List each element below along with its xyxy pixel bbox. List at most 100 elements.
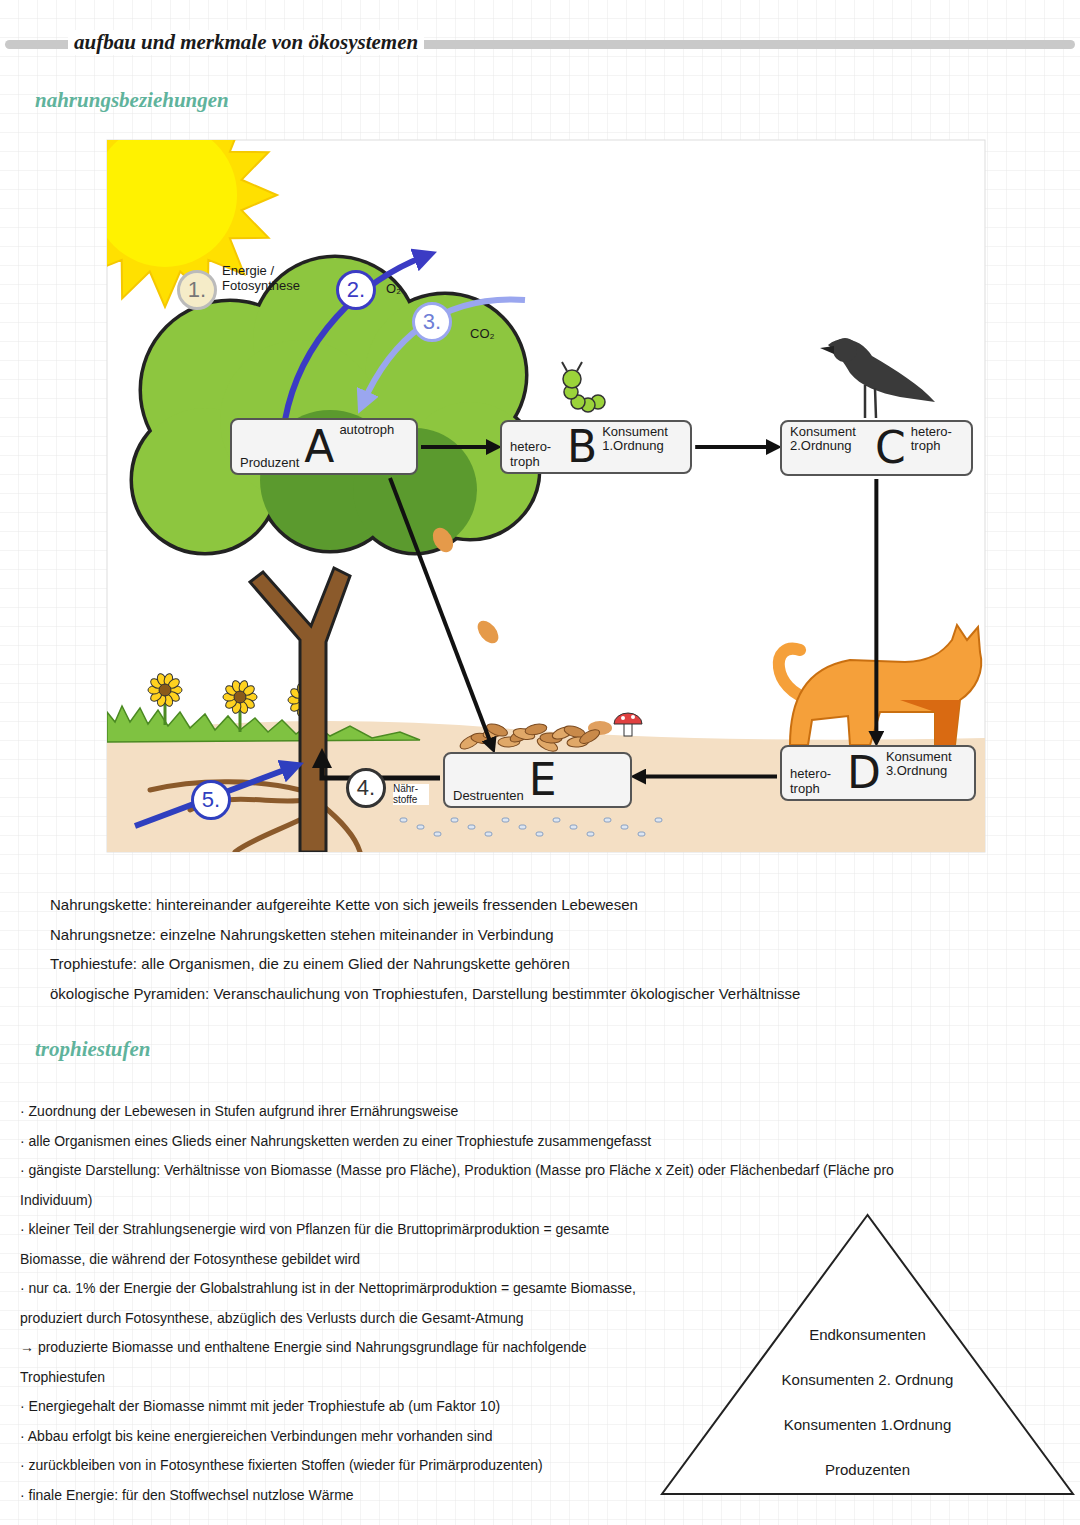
food-chain-box: hetero- trophDKonsument 3.Ordnung [780, 745, 976, 801]
nutrient-particle [519, 825, 526, 829]
food-chain-arrow [874, 479, 878, 742]
arrow-label: Nähr- stoffe [393, 784, 429, 805]
note-text: → produzierte Biomasse und enthaltene En… [20, 1333, 650, 1392]
page-title: aufbau und merkmale von ökosystemen [68, 30, 424, 55]
nutrient-particle [536, 832, 543, 836]
arrow-label: CO₂ [470, 326, 495, 341]
food-chain-arrow [390, 478, 493, 749]
leaf-litter [578, 727, 602, 746]
nutrient-particle [570, 825, 577, 829]
nutrient-particle [587, 832, 594, 836]
nutrient-particle [655, 818, 662, 822]
nutrient-particle [485, 832, 492, 836]
crow [820, 346, 834, 354]
node-caption: Konsument 3.Ordnung [886, 750, 966, 779]
grass [107, 706, 420, 742]
node-caption: autotroph [339, 423, 394, 437]
note-text: · Abbau erfolgt bis keine energiereichen… [20, 1422, 650, 1452]
note-text: · nur ca. 1% der Energie der Globalstrah… [20, 1274, 650, 1333]
note-text: ökologische Pyramiden: Veranschaulichung… [50, 979, 1060, 1009]
crow [820, 338, 935, 418]
section-heading: nahrungsbeziehungen [35, 88, 229, 113]
nutrient-particle [502, 818, 509, 822]
crow [833, 338, 857, 362]
nutrient-particle [400, 818, 662, 836]
food-chain-arrow [421, 445, 497, 449]
node-letter: A [304, 425, 334, 469]
section-heading: trophiestufen [35, 1037, 151, 1062]
pyramid-outline [662, 1215, 1073, 1494]
nutrient-particle [468, 825, 475, 829]
nutrient-particle [417, 825, 424, 829]
node-letter: E [529, 758, 557, 802]
node-caption: Konsument 2.Ordnung [790, 425, 870, 454]
bullet-list: · Zuordnung der Lebewesen in Stufen aufg… [20, 1097, 980, 1510]
leaf-litter [458, 721, 602, 754]
arrow-label: O₂ [386, 281, 401, 296]
node-caption: hetero- troph [510, 440, 562, 469]
leaf [474, 617, 503, 647]
food-chain-box: Konsument 2.OrdnungChetero- troph [780, 420, 973, 476]
crow [828, 339, 935, 402]
note-text: Nahrungskette: hintereinander aufgereiht… [50, 890, 1060, 920]
nutrient-particle [604, 818, 611, 822]
crow [865, 385, 876, 418]
food-chain-arrow [695, 445, 777, 449]
note-text: · alle Organismen eines Glieds einer Nah… [20, 1127, 980, 1157]
note-text: Trophiestufe: alle Organismen, die zu ei… [50, 949, 1060, 979]
note-text: · kleiner Teil der Strahlungsenergie wir… [20, 1215, 650, 1274]
nutrient-particle [638, 832, 645, 836]
flower [164, 702, 167, 725]
flower [159, 684, 171, 696]
nutrient-particle [451, 818, 458, 822]
leaf [429, 524, 612, 735]
sun [107, 140, 237, 267]
cat [779, 625, 981, 745]
trophic-pyramid: EndkonsumentenKonsumenten 2. OrdnungKons… [660, 1213, 1075, 1496]
callout-number: 5. [191, 780, 231, 820]
note-text: · gängiste Darstellung: Verhältnisse von… [20, 1156, 960, 1215]
note-text: · zurückbleiben von in Fotosynthese fixi… [20, 1451, 650, 1481]
flower [148, 673, 322, 735]
tree-canopy [133, 258, 538, 552]
nutrient-particle [553, 818, 560, 822]
mushroom [631, 715, 635, 719]
carbon-dioxide-arrow [362, 300, 525, 405]
trophic-level: Produzenten [825, 1458, 910, 1481]
flower [234, 691, 246, 703]
caterpillar [563, 370, 581, 388]
callout-number: 1. [177, 270, 217, 310]
cat [900, 700, 960, 745]
note-text: · finale Energie: für den Stoffwechsel n… [20, 1481, 650, 1511]
root [150, 782, 360, 852]
mushroom [621, 716, 625, 720]
definitions: Nahrungskette: hintereinander aufgereiht… [50, 890, 1060, 1008]
node-caption: Destruenten [453, 789, 524, 803]
callout-number: 3. [412, 302, 452, 342]
flower [239, 709, 242, 732]
arrow-label: Energie / Fotosynthese [222, 264, 322, 294]
caterpillar [562, 362, 582, 371]
mushroom [614, 713, 642, 736]
scene [107, 140, 985, 852]
callout-number: 2. [336, 270, 376, 310]
cat [790, 625, 981, 745]
nutrient-particle [400, 818, 407, 822]
node-caption: Konsument 1.Ordnung [602, 425, 682, 454]
node-letter: D [847, 751, 881, 795]
leaf-litter [485, 721, 509, 738]
node-letter: C [875, 426, 906, 470]
food-chain-arrow [635, 775, 777, 779]
note-text: Nahrungsnetze: einzelne Nahrungsketten s… [50, 920, 1060, 950]
leaf [429, 524, 458, 556]
tree-trunk [250, 568, 350, 852]
node-caption: Produzent [240, 456, 299, 470]
node-letter: B [567, 425, 597, 469]
water-arrow [135, 766, 295, 826]
pyramid-outline [660, 1213, 1075, 1496]
node-caption: hetero- troph [911, 425, 963, 454]
node-caption: hetero- troph [790, 767, 842, 796]
note-text: · Energiegehalt der Biomasse nimmt mit j… [20, 1392, 650, 1422]
